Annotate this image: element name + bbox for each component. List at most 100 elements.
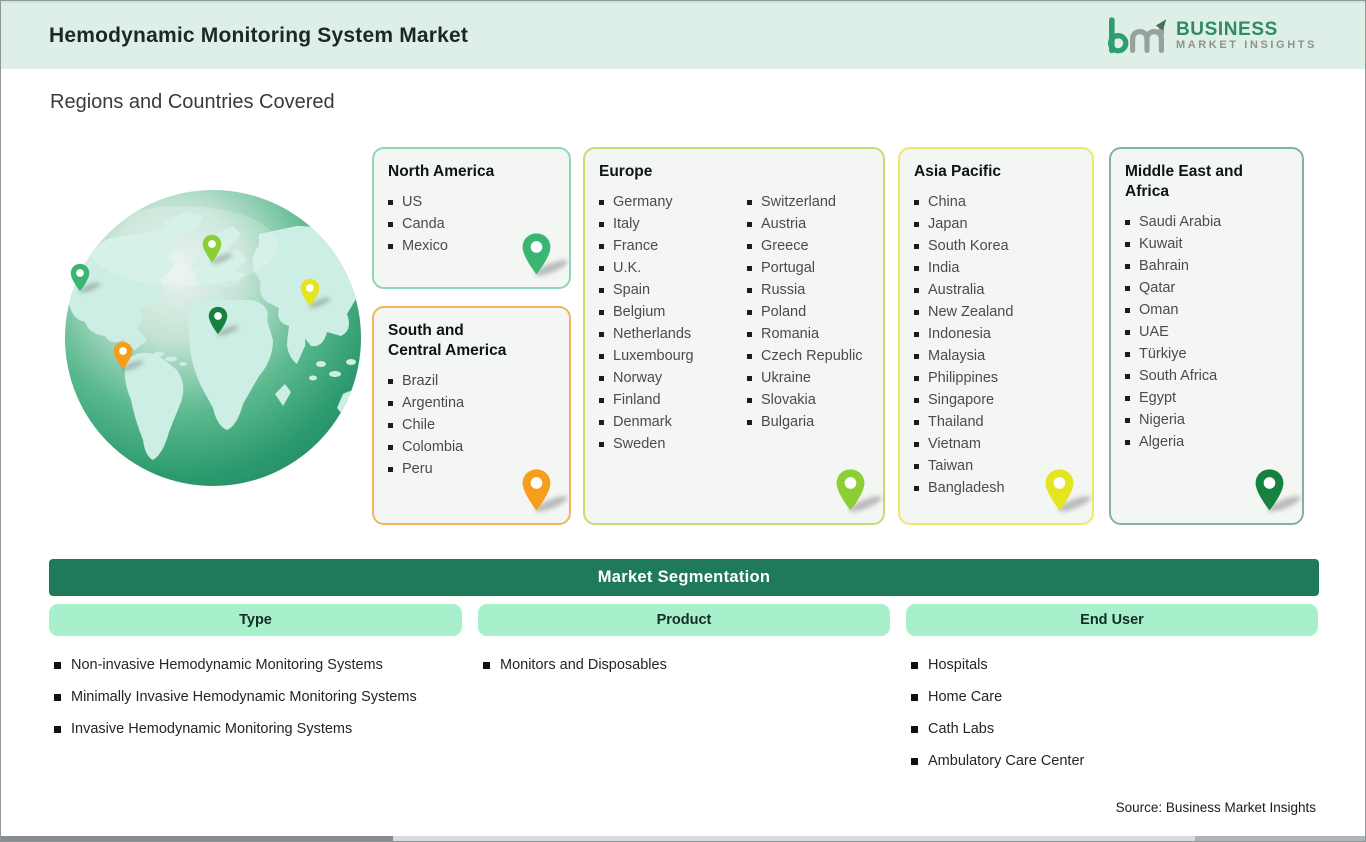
- country-label: Colombia: [402, 439, 464, 455]
- country-item: India: [914, 257, 1078, 279]
- bullet-icon: [388, 221, 393, 227]
- country-label: France: [613, 238, 659, 254]
- country-label: Russia: [761, 282, 806, 298]
- segment-item: Hospitals: [911, 656, 1084, 674]
- bullet-icon: [747, 353, 752, 359]
- country-label: Argentina: [402, 395, 465, 411]
- country-label: Denmark: [613, 414, 672, 430]
- bullet-icon: [747, 221, 752, 227]
- country-item: Spain: [599, 279, 747, 301]
- horizontal-scrollbar[interactable]: [1, 836, 1365, 841]
- segmentation-header-type: Type: [49, 604, 462, 636]
- segment-label: Cath Labs: [928, 721, 995, 737]
- globe-pin-north-america-icon: [69, 263, 91, 293]
- segment-item: Invasive Hemodynamic Monitoring Systems: [54, 720, 417, 738]
- bullet-icon: [1125, 241, 1130, 247]
- country-item: Greece: [747, 235, 869, 257]
- map-pin-icon: [1043, 468, 1076, 513]
- header-bar: Hemodynamic Monitoring System Market: [1, 1, 1365, 69]
- brand-logo: BUSINESS MARKET INSIGHTS: [1103, 12, 1317, 60]
- bullet-icon: [914, 397, 919, 403]
- country-item: Switzerland: [747, 191, 869, 213]
- bullet-icon: [599, 221, 604, 227]
- bullet-icon: [747, 309, 752, 315]
- country-item: Saudi Arabia: [1125, 211, 1288, 233]
- country-label: Egypt: [1139, 390, 1177, 406]
- country-item: Ukraine: [747, 367, 869, 389]
- country-item: UAE: [1125, 321, 1288, 343]
- bullet-icon: [388, 444, 393, 450]
- country-item: Egypt: [1125, 387, 1288, 409]
- bullet-icon: [599, 419, 604, 425]
- bullet-icon: [599, 397, 604, 403]
- bullet-icon: [599, 441, 604, 447]
- segment-item: Minimally Invasive Hemodynamic Monitorin…: [54, 688, 417, 706]
- country-label: Ukraine: [761, 370, 811, 386]
- segment-label: Home Care: [928, 689, 1003, 705]
- country-item: Slovakia: [747, 389, 869, 411]
- country-item: Philippines: [914, 367, 1078, 389]
- bullet-icon: [914, 287, 919, 293]
- map-pin-icon: [520, 468, 553, 513]
- bullet-icon: [914, 199, 919, 205]
- country-label: South Africa: [1139, 368, 1218, 384]
- country-item: Belgium: [599, 301, 747, 323]
- segment-label: Hospitals: [928, 657, 988, 673]
- country-label: Saudi Arabia: [1139, 214, 1222, 230]
- country-item: Canda: [388, 213, 555, 235]
- bullet-icon: [1125, 395, 1130, 401]
- brand-logo-text: BUSINESS MARKET INSIGHTS: [1176, 20, 1317, 51]
- region-title: Asia Pacific: [914, 163, 1002, 180]
- country-item: South Africa: [1125, 365, 1288, 387]
- country-item: Bulgaria: [747, 411, 869, 433]
- country-item: Kuwait: [1125, 233, 1288, 255]
- scrollbar-thumb[interactable]: [1, 836, 393, 841]
- bullet-icon: [1125, 351, 1130, 357]
- segmentation-header-product: Product: [478, 604, 890, 636]
- globe-illustration: [65, 190, 361, 486]
- country-label: Finland: [613, 392, 661, 408]
- segment-list-type: Non-invasive Hemodynamic Monitoring Syst…: [54, 656, 417, 752]
- globe-pin-middle-east-icon: [207, 306, 229, 336]
- country-label: Austria: [761, 216, 807, 232]
- country-item: Malaysia: [914, 345, 1078, 367]
- bullet-icon: [1125, 417, 1130, 423]
- bullet-icon: [54, 661, 61, 669]
- country-item: Norway: [599, 367, 747, 389]
- country-label: Australia: [928, 282, 985, 298]
- segment-list-product: Monitors and Disposables: [483, 656, 667, 688]
- country-item: Peru: [388, 458, 555, 480]
- country-item: Russia: [747, 279, 869, 301]
- country-item: Brazil: [388, 370, 555, 392]
- country-label: Sweden: [613, 436, 666, 452]
- country-label: Singapore: [928, 392, 995, 408]
- country-label: New Zealand: [928, 304, 1014, 320]
- bullet-icon: [914, 331, 919, 337]
- segmentation-title-bar: Market Segmentation: [49, 559, 1319, 596]
- bullet-icon: [1125, 219, 1130, 225]
- bullet-icon: [483, 661, 490, 669]
- bullet-icon: [914, 265, 919, 271]
- bullet-icon: [914, 419, 919, 425]
- bullet-icon: [914, 309, 919, 315]
- country-item: Thailand: [914, 411, 1078, 433]
- bullet-icon: [911, 725, 918, 733]
- bullet-icon: [914, 463, 919, 469]
- segment-item: Non-invasive Hemodynamic Monitoring Syst…: [54, 656, 417, 674]
- country-item: Czech Republic: [747, 345, 869, 367]
- bullet-icon: [914, 243, 919, 249]
- segment-label: Invasive Hemodynamic Monitoring Systems: [71, 721, 353, 737]
- globe-pin-south-america-icon: [112, 341, 134, 371]
- country-label: Romania: [761, 326, 820, 342]
- country-label: Germany: [613, 194, 673, 210]
- country-label: Oman: [1139, 302, 1179, 318]
- country-item: Mexico: [388, 235, 555, 257]
- bullet-icon: [911, 693, 918, 701]
- bullet-icon: [388, 422, 393, 428]
- country-label: Nigeria: [1139, 412, 1185, 428]
